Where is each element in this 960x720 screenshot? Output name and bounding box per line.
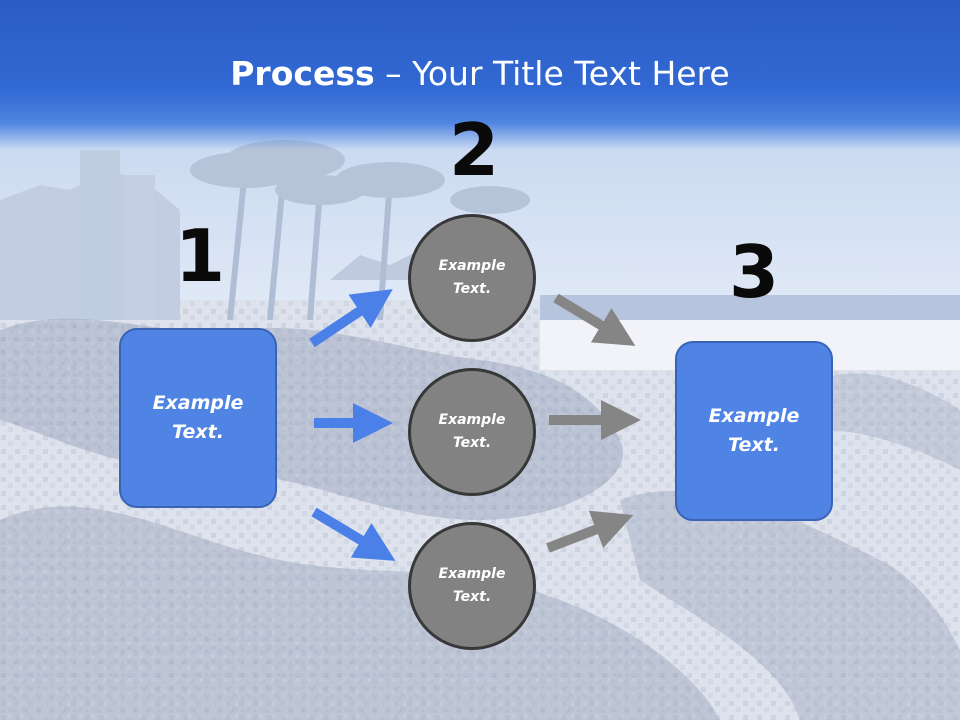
arrow-1-to-circle-bottom — [311, 507, 396, 561]
step-number-1: 1 — [174, 214, 226, 298]
circle-top-text: Example Text. — [438, 258, 506, 297]
arrow-circle-top-to-3 — [553, 293, 636, 346]
step-number-2: 2 — [448, 108, 500, 192]
step-2-circle-middle[interactable]: Example Text. — [408, 368, 536, 496]
step-1-box[interactable]: Example Text. — [119, 328, 277, 508]
arrow-1-to-circle-top — [309, 289, 393, 348]
title-bold: Process — [230, 54, 375, 93]
step-3-box[interactable]: Example Text. — [675, 341, 833, 521]
step-number-3: 3 — [728, 230, 780, 314]
arrow-circle-bottom-to-3 — [546, 510, 634, 553]
circle-middle-text: Example Text. — [438, 412, 506, 451]
step-2-circle-top[interactable]: Example Text. — [408, 214, 536, 342]
step-1-box-text: Example Text. — [152, 392, 244, 443]
circle-bottom-text: Example Text. — [438, 566, 506, 605]
step-3-box-text: Example Text. — [708, 405, 800, 456]
title-bar: Process – Your Title Text Here — [0, 0, 960, 150]
step-2-circle-bottom[interactable]: Example Text. — [408, 522, 536, 650]
title-rest: – Your Title Text Here — [374, 54, 730, 93]
slide-title: Process – Your Title Text Here — [0, 52, 960, 96]
